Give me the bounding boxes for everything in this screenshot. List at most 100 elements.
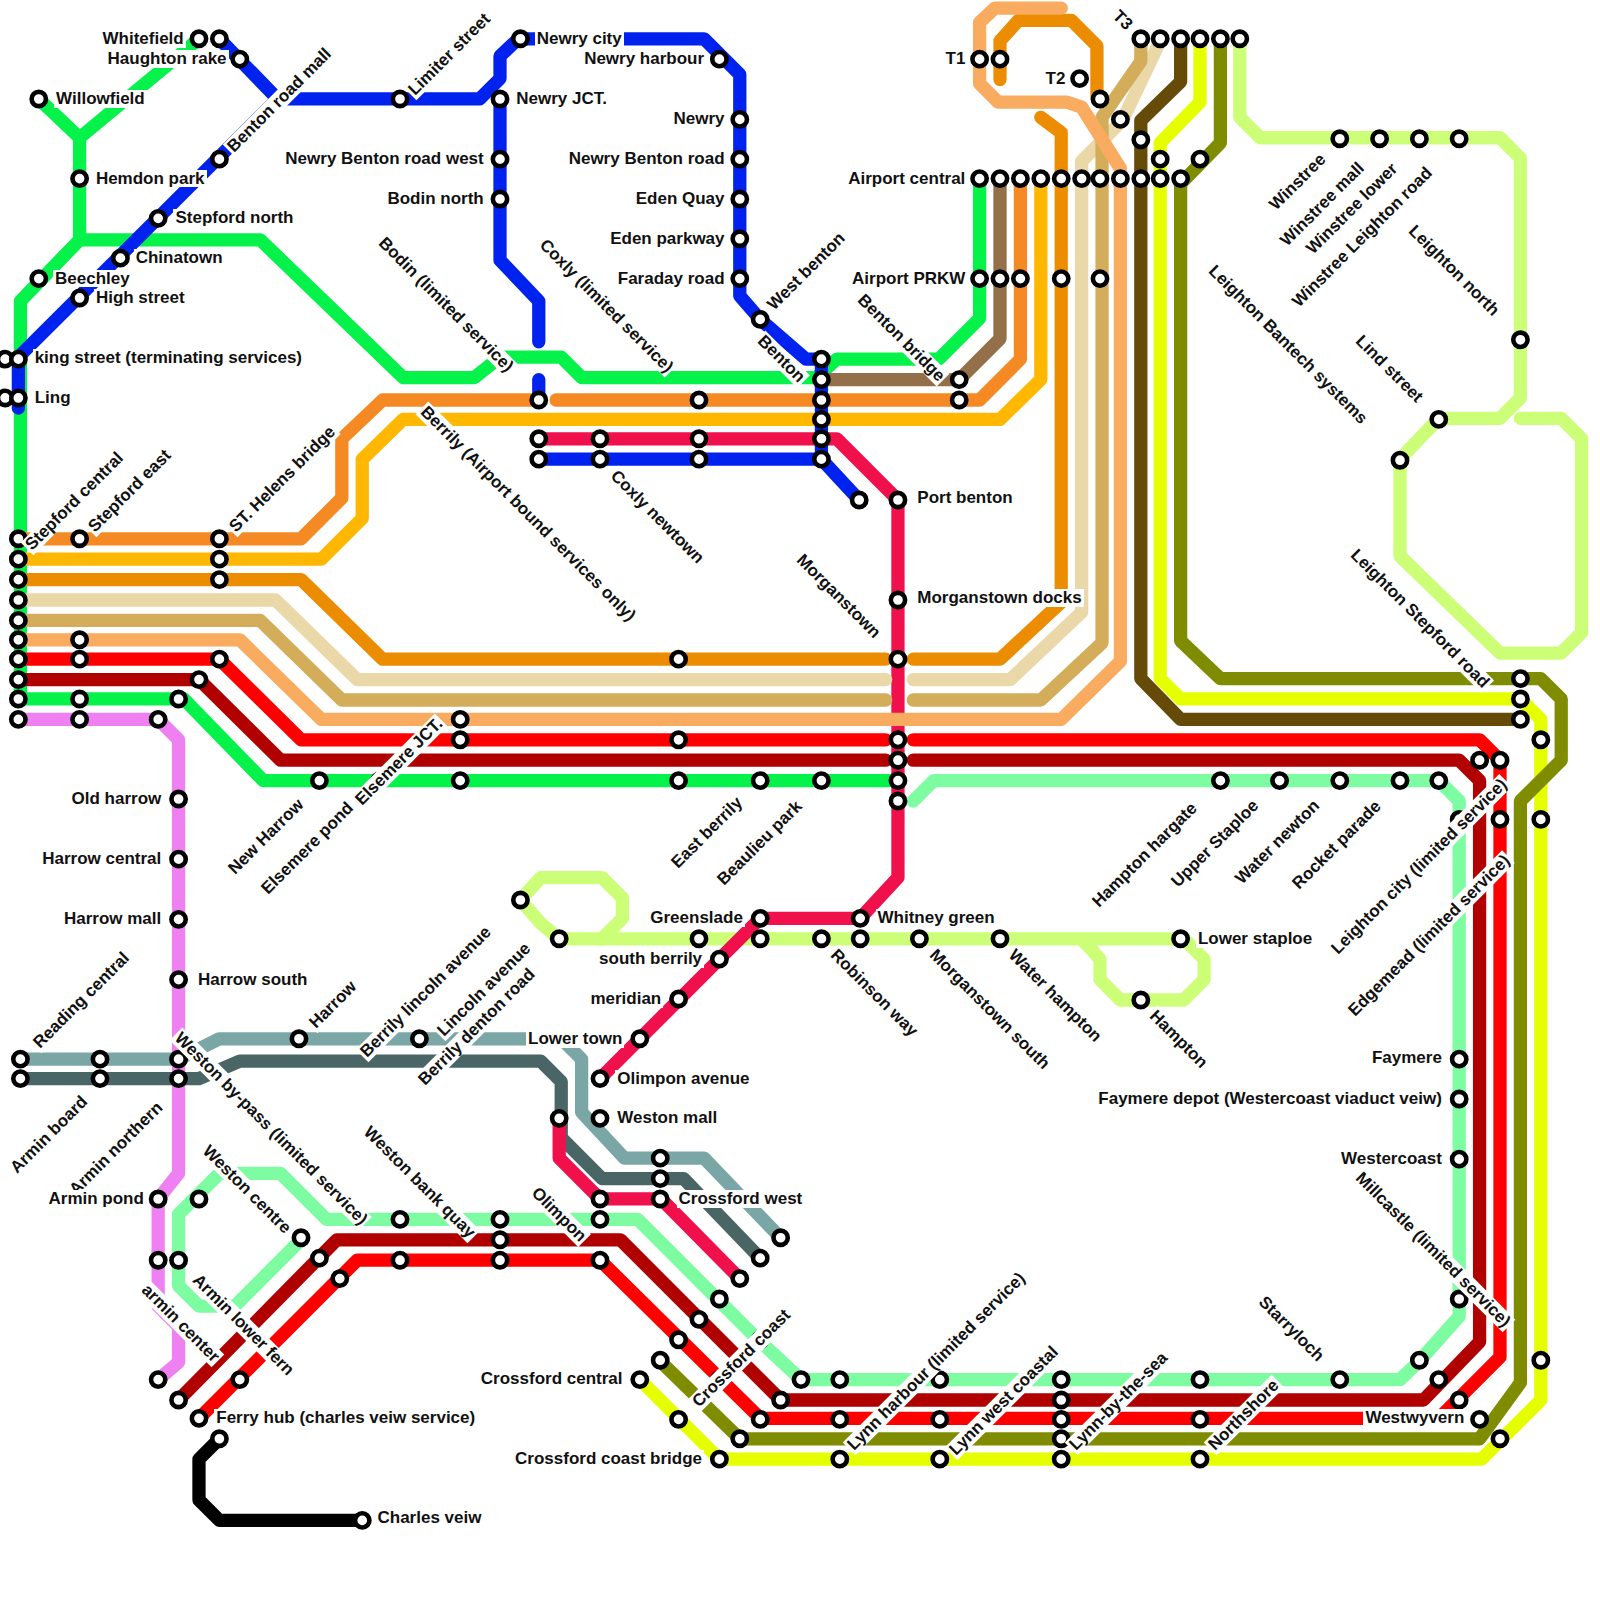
station-dot	[11, 692, 25, 706]
station-name: Greenslade	[648, 909, 745, 927]
station-dot	[814, 352, 828, 366]
station-dot	[1333, 132, 1347, 146]
station-name: Westercoast	[1339, 1150, 1444, 1168]
station-dot	[1054, 1393, 1068, 1407]
station-name: Robinson way	[825, 945, 922, 1042]
station-name: Lower staploe	[1196, 930, 1314, 948]
station-name: Stepford north	[173, 209, 295, 227]
route-line	[20, 8, 1120, 719]
station-name: Armin pond	[47, 1190, 146, 1208]
station-dot	[753, 1412, 767, 1426]
station-dot	[192, 672, 206, 686]
station-dot	[151, 712, 165, 726]
station-dot	[653, 1353, 667, 1367]
station-name: Faymere	[1370, 1049, 1444, 1067]
station-dot	[733, 1271, 747, 1285]
station-name: Crossford central	[479, 1370, 625, 1388]
station-dot	[171, 1071, 185, 1085]
station-name: T3	[1108, 6, 1137, 35]
station-dot	[833, 1412, 847, 1426]
station-dot	[151, 1253, 165, 1267]
station-dot	[1412, 1353, 1426, 1367]
station-dot	[1193, 1372, 1207, 1386]
station-dot	[733, 192, 747, 206]
station-name: Faymere depot (Westercoast viaduct veiw)	[1096, 1090, 1444, 1108]
station-dot	[653, 1171, 667, 1185]
station-dot	[192, 1411, 206, 1425]
station-dot	[653, 1192, 667, 1206]
station-dot	[171, 692, 185, 706]
station-dot	[11, 572, 25, 586]
station-dot	[692, 932, 706, 946]
station-dot	[773, 1231, 787, 1245]
map-layer	[0, 8, 1582, 1527]
station-dot	[712, 1452, 726, 1466]
station-dot	[671, 733, 685, 747]
station-dot	[493, 1212, 507, 1226]
station-dot	[513, 32, 527, 46]
station-dot	[1472, 753, 1486, 767]
station-dot	[1193, 1452, 1207, 1466]
route-line	[500, 99, 539, 342]
station-dot	[1213, 773, 1227, 787]
station-dot	[13, 1071, 27, 1085]
station-dot	[552, 1111, 566, 1125]
route-line	[20, 179, 1040, 560]
station-dot	[1393, 773, 1407, 787]
station-dot	[72, 633, 86, 647]
station-dot	[151, 1192, 165, 1206]
station-dot	[593, 1192, 607, 1206]
station-dot	[1054, 171, 1068, 185]
route-line	[80, 179, 980, 378]
station-dot	[692, 1312, 706, 1326]
station-name: Olimpon avenue	[615, 1070, 751, 1088]
station-name: Benton bridge	[853, 290, 950, 387]
station-dot	[671, 652, 685, 666]
station-name: Crossford west	[677, 1190, 805, 1208]
station-dot	[393, 1253, 407, 1267]
station-name: Leighton Bantech systems	[1204, 261, 1372, 429]
station-dot	[814, 932, 828, 946]
route-line	[179, 760, 1480, 1400]
station-name: Newry	[671, 110, 726, 128]
station-dot	[412, 1032, 426, 1046]
station-name: Ling	[33, 389, 73, 407]
station-name: Old harrow	[70, 790, 164, 808]
station-dot	[1173, 171, 1187, 185]
station-dot	[1013, 171, 1027, 185]
station-dot	[233, 1372, 247, 1386]
station-dot	[993, 171, 1007, 185]
station-dot	[1513, 692, 1527, 706]
station-dot	[1333, 1372, 1347, 1386]
station-dot	[814, 372, 828, 386]
station-dot	[292, 1032, 306, 1046]
station-dot	[891, 794, 905, 808]
station-dot	[32, 271, 46, 285]
station-dot	[493, 152, 507, 166]
station-name: Haughton rake	[106, 50, 229, 68]
station-dot	[493, 1253, 507, 1267]
station-dot	[593, 1253, 607, 1267]
station-dot	[11, 552, 25, 566]
station-dot	[671, 773, 685, 787]
station-dot	[151, 211, 165, 225]
route-line	[1000, 20, 1097, 97]
station-dot	[891, 773, 905, 787]
station-dot	[933, 1412, 947, 1426]
station-dot	[753, 312, 767, 326]
station-name: Crossford coast bridge	[513, 1450, 704, 1468]
station-name: Ferry hub (charles veiw service)	[214, 1409, 477, 1427]
station-dot	[593, 452, 607, 466]
route-line	[199, 1439, 362, 1521]
station-dot	[933, 1452, 947, 1466]
station-name: south berrily	[597, 950, 704, 968]
station-dot	[1034, 171, 1048, 185]
station-dot	[1054, 1412, 1068, 1426]
station-dot	[1333, 773, 1347, 787]
station-dot	[891, 652, 905, 666]
station-dot	[773, 1393, 787, 1407]
station-dot	[1534, 1353, 1548, 1367]
station-dot	[11, 391, 25, 405]
station-dot	[171, 912, 185, 926]
station-dot	[692, 452, 706, 466]
